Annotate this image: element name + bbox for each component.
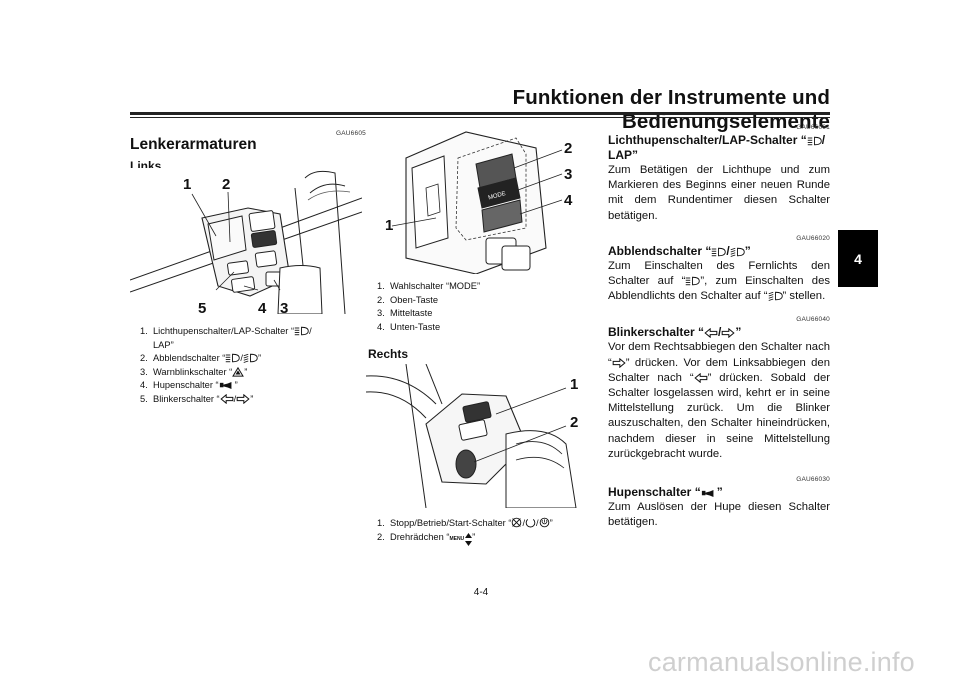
- hazard-icon: [232, 367, 244, 377]
- section-code: GAU66020: [796, 234, 830, 242]
- heading-horn: Hupenschalter “”: [608, 485, 723, 500]
- section-code: GAU66050: [336, 130, 370, 137]
- high-beam-icon: [807, 136, 822, 146]
- turn-right-icon: [236, 394, 250, 404]
- section-title: Lenkerarmaturen: [130, 136, 257, 153]
- legend-item: 4.Unten-Taste: [377, 321, 441, 332]
- watermark: carmanualsonline.info: [648, 647, 915, 677]
- mode-switch-drawing: MODE: [391, 131, 563, 274]
- figure-label-1: 1: [183, 176, 192, 193]
- low-beam-icon: [243, 353, 258, 363]
- header-rule-thin: [130, 117, 830, 118]
- right-figure-legend: 1. Stopp/Betrieb/Start-Schalter “//” 2. …: [377, 517, 592, 546]
- high-beam-icon: [225, 353, 240, 363]
- figure-label-3: 3: [280, 300, 289, 317]
- left-handlebar-drawing: [130, 170, 362, 314]
- turn-right-icon: [612, 358, 626, 368]
- header-rule: [130, 112, 830, 115]
- figure-label-3: 3: [564, 166, 573, 183]
- menu-wheel-icon: MENU: [449, 532, 473, 547]
- legend-item: 2.Oben-Taste: [377, 294, 439, 305]
- figure-label-4: 4: [258, 300, 267, 317]
- heading-dimmer: Abblendschalter “/”: [608, 243, 751, 258]
- up-down-arrow-icon: [465, 532, 473, 546]
- mode-figure-legend: 1.Wahlschalter “MODE” 2.Oben-Taste 3.Mit…: [377, 280, 577, 334]
- right-column: GAU66091 Lichthupenschalter/LAP-Schalter…: [608, 124, 830, 530]
- section-code: GAU66091: [796, 124, 830, 131]
- turn-left-icon: [704, 328, 718, 338]
- high-beam-icon: [711, 247, 726, 257]
- left-figure-legend: 1. Lichthupenschalter/LAP-Schalter “/ LA…: [140, 325, 365, 407]
- low-beam-icon: [768, 291, 783, 301]
- body-dimmer: Zum Einschalten des Fernlichts den Schal…: [608, 259, 831, 303]
- chapter-tab: 4: [838, 230, 878, 287]
- figure-label-2: 2: [570, 414, 579, 431]
- legend-item: 4. Hupenschalter “”: [140, 380, 238, 391]
- horn-icon: [219, 381, 235, 390]
- figure-label-2: 2: [222, 176, 231, 193]
- engine-run-icon: [525, 517, 536, 528]
- right-switch-illustration: [366, 364, 588, 508]
- subheading-rechts: Rechts: [368, 347, 409, 361]
- right-handlebar-drawing: [366, 364, 577, 508]
- section-code: GAU66030: [796, 476, 830, 484]
- turn-left-icon: [220, 394, 234, 404]
- legend-item: 2. Drehrädchen “MENU”: [377, 531, 592, 547]
- low-beam-icon: [730, 247, 745, 257]
- mode-switch-illustration: MODE: [366, 128, 588, 274]
- left-switch-illustration: [130, 168, 362, 314]
- high-beam-icon: [685, 276, 700, 286]
- body-flash-lap: Zum Betätigen der Lichthupe und zum Mark…: [608, 164, 830, 222]
- figure-label-5: 5: [198, 300, 207, 317]
- body-turn-signal: Vor dem Rechtsabbiegen den Schalter nach…: [608, 341, 831, 460]
- horn-icon: [701, 489, 717, 498]
- heading-turn-signal: Blinkerschalter “/”: [608, 325, 742, 340]
- engine-start-icon: [539, 517, 550, 528]
- figure-label-1: 1: [570, 376, 579, 393]
- turn-right-icon: [721, 328, 735, 338]
- legend-item: 1. Lichthupenschalter/LAP-Schalter “/ LA…: [140, 326, 312, 350]
- engine-stop-icon: [511, 517, 522, 528]
- legend-item: 3.Mitteltaste: [377, 308, 433, 319]
- figure-label-2: 2: [564, 140, 573, 157]
- figure-label-1: 1: [385, 217, 394, 234]
- heading-flash-lap: Lichthupenschalter/LAP-Schalter “/ LAP”: [608, 133, 826, 162]
- page-number: 4-4: [473, 587, 489, 598]
- legend-item: 2. Abblendschalter “/”: [140, 353, 262, 364]
- section-code: GAU66040: [796, 316, 830, 324]
- legend-item: 1.Wahlschalter “MODE”: [377, 281, 481, 291]
- legend-item: 5. Blinkerschalter “/”: [140, 393, 254, 404]
- page-title: Funktionen der Instrumente und Bedienung…: [512, 86, 830, 133]
- legend-item: 1. Stopp/Betrieb/Start-Schalter “//”: [377, 517, 553, 528]
- high-beam-icon: [294, 326, 309, 336]
- svg-text:MODE: MODE: [488, 191, 507, 201]
- legend-item: 3. Warnblinkschalter “”: [140, 366, 248, 377]
- body-horn: Zum Auslösen der Hupe diesen Schalter be…: [608, 501, 830, 529]
- turn-left-icon: [694, 373, 708, 383]
- figure-label-4: 4: [564, 192, 573, 209]
